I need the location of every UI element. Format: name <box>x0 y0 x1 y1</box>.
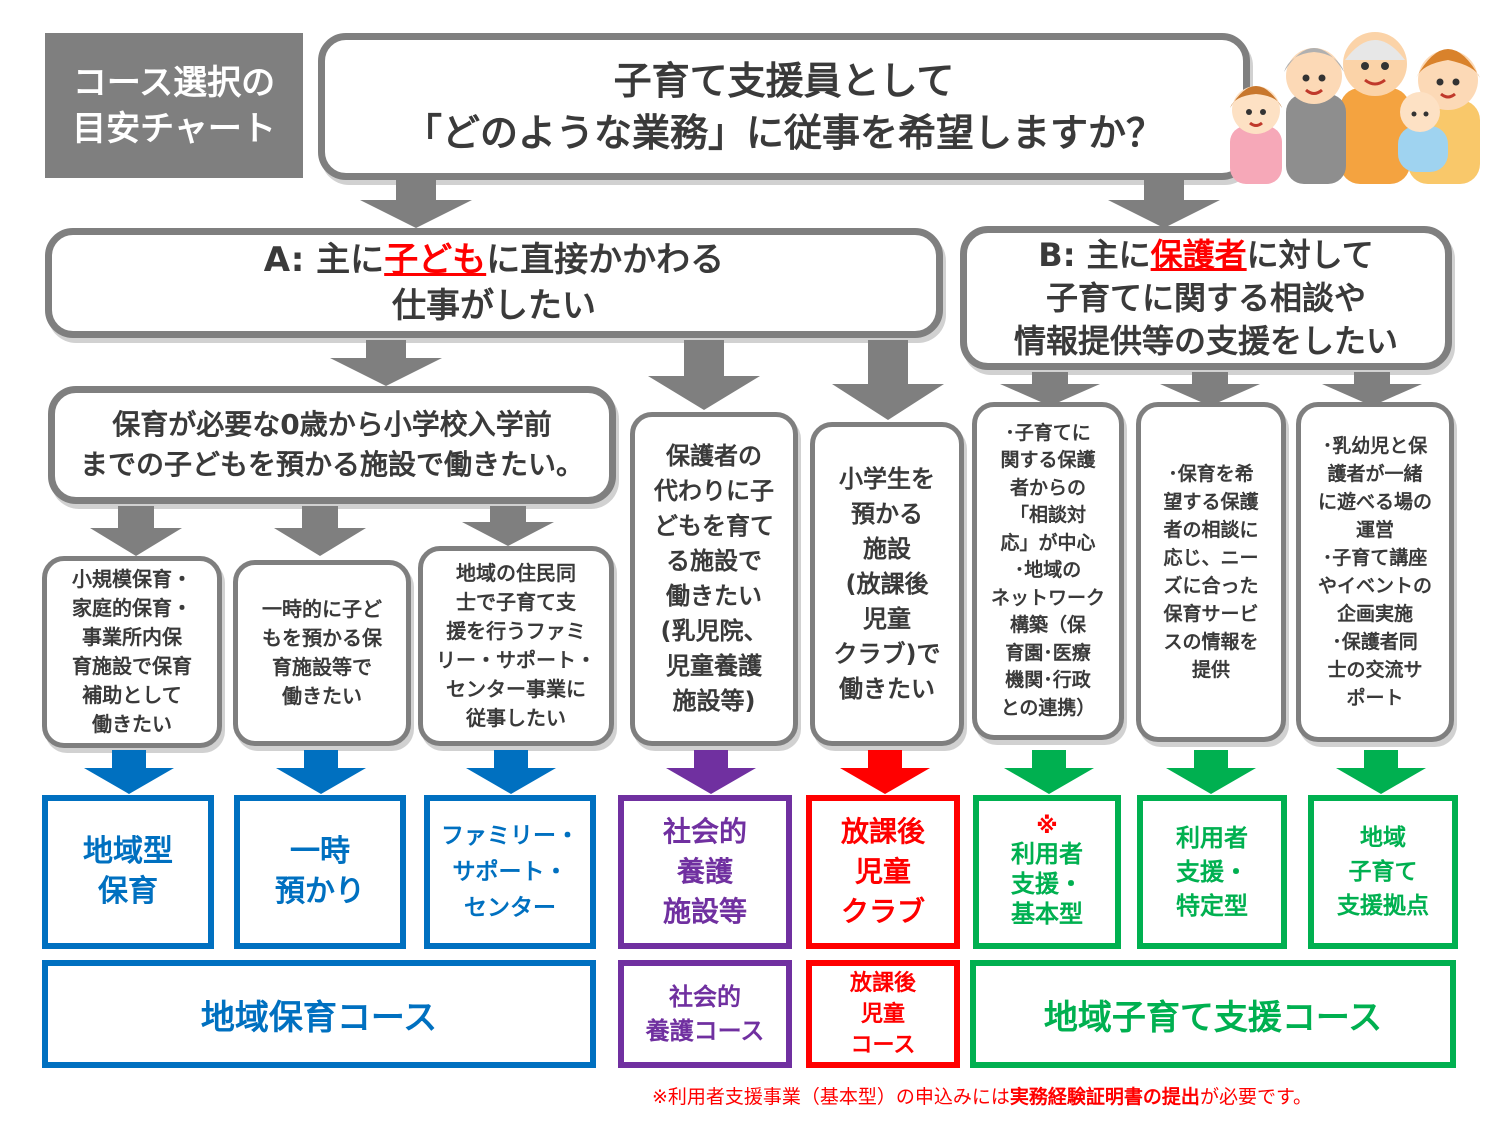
option-yogo: 保護者の 代わりに子 どもを育て る施設で 働きたい (乳児院、 児童養護 施設… <box>630 412 798 746</box>
question-line-2: 「どのような業務」に従事を希望しますか？ <box>403 110 1164 155</box>
program-family: ファミリー・ サポート・ センター <box>424 795 596 949</box>
program-ichiji: 一時 預かり <box>234 795 406 949</box>
option-shokibo: 小規模保育・ 家庭的保育・ 事業所内保 育施設で保育 補助として 働きたい <box>42 556 222 748</box>
arrow-blue-1 <box>84 750 174 794</box>
program-kihon-mark: ※ <box>1036 814 1058 839</box>
course-chiiki-kosodate: 地域子育て支援コース <box>970 960 1456 1068</box>
course-chiiki-hoiku: 地域保育コース <box>42 960 596 1068</box>
footnote-bold: 実務経験証明書の提出 <box>1009 1086 1200 1108</box>
branch-a-box: A: 主に子どもに直接かかわる 仕事がしたい <box>45 228 943 338</box>
option-kyoten: ･乳幼児と保 護者が一緒 に遊べる場の 運営 ･子育て講座 やイベントの 企画実… <box>1296 402 1454 742</box>
footnote: ※利用者支援事業（基本型）の申込みには実務経験証明書の提出が必要です。 <box>652 1082 1312 1109</box>
arrow-b-to-kyoten <box>1322 372 1422 406</box>
arrow-blue-3 <box>466 750 556 794</box>
branch-b-suffix: に対して <box>1246 235 1374 274</box>
arrow-purple <box>666 750 756 794</box>
option-houkago: 小学生を 預かる 施設 (放課後 児童 クラブ)で 働きたい <box>810 422 964 746</box>
program-chiiki-hoiku: 地域型 保育 <box>42 795 214 949</box>
branch-a-suffix: に直接かかわる <box>486 240 725 280</box>
arrow-green-1 <box>1004 750 1094 794</box>
arrow-to-b <box>1108 180 1220 228</box>
question-box: 子育て支援員として 「どのような業務」に従事を希望しますか？ <box>318 33 1250 180</box>
branch-b-box: B: 主に保護者に対して 子育てに関する相談や 情報提供等の支援をしたい <box>960 226 1452 370</box>
branch-b-line-1: B: 主に保護者に対して <box>1038 234 1373 277</box>
program-kihon-label: 利用者 支援・ 基本型 <box>1011 840 1083 928</box>
arrow-sub-to-family <box>462 506 554 546</box>
course-houkago: 放課後 児童 コース <box>806 960 960 1068</box>
footnote-pre: ※利用者支援事業（基本型）の申込みには <box>652 1086 1010 1108</box>
branch-b-prefix: B: 主に <box>1038 235 1151 274</box>
arrow-a-to-sub <box>330 340 442 386</box>
footnote-post: が必要です。 <box>1199 1086 1313 1108</box>
branch-a-line-2: 仕事がしたい <box>392 286 596 326</box>
arrow-b-to-tokutei <box>1160 372 1260 406</box>
arrow-a-to-yogo <box>648 340 760 410</box>
program-houkago: 放課後 児童 クラブ <box>806 795 960 949</box>
course-yogo: 社会的 養護コース <box>618 960 792 1068</box>
option-family: 地域の住民同 士で子育て支 援を行うファミ リー・サポート・ センター事業に 従… <box>418 546 614 746</box>
branch-b-line-3: 情報提供等の支援をしたい <box>1013 321 1398 360</box>
branch-a-line-1: A: 主に子どもに直接かかわる <box>264 237 724 283</box>
branch-a-prefix: A: 主に <box>263 240 385 280</box>
arrow-sub-to-shokibo <box>90 506 182 556</box>
program-kihon: ※ 利用者 支援・ 基本型 <box>973 795 1121 949</box>
option-kihon: ･子育てに 関する保護 者からの 「相談対 応」が中心 ･地域の ネットワーク … <box>972 402 1124 740</box>
arrow-to-a <box>360 180 472 228</box>
option-ichiji: 一時的に子ど もを預かる保 育施設等で 働きたい <box>233 560 411 746</box>
option-tokutei: ･保育を希 望する保護 者の相談に 応じ、ニー ズに合った 保育サービ スの情報… <box>1136 402 1286 742</box>
arrow-b-to-kihon <box>1000 372 1100 406</box>
arrow-a-to-houkago <box>832 340 944 420</box>
arrow-blue-2 <box>276 750 366 794</box>
chart-badge: コース選択の 目安チャート <box>45 33 303 178</box>
arrow-green-3 <box>1336 750 1426 794</box>
sub-a1-box: 保育が必要な0歳から小学校入学前 までの子どもを預かる施設で働きたい。 <box>48 386 616 504</box>
program-yogo: 社会的 養護 施設等 <box>618 795 792 949</box>
program-tokutei: 利用者 支援・ 特定型 <box>1137 795 1287 949</box>
program-kyoten: 地域 子育て 支援拠点 <box>1308 795 1458 949</box>
arrow-red <box>840 750 930 794</box>
arrow-green-2 <box>1166 750 1256 794</box>
arrow-sub-to-ichiji <box>274 506 366 556</box>
question-line-1: 子育て支援員として <box>613 58 955 103</box>
branch-a-highlight: 子ども <box>384 240 487 280</box>
branch-b-line-2: 子育てに関する相談や <box>1045 278 1366 317</box>
branch-b-highlight: 保護者 <box>1150 235 1247 274</box>
family-illustration <box>1230 32 1480 184</box>
